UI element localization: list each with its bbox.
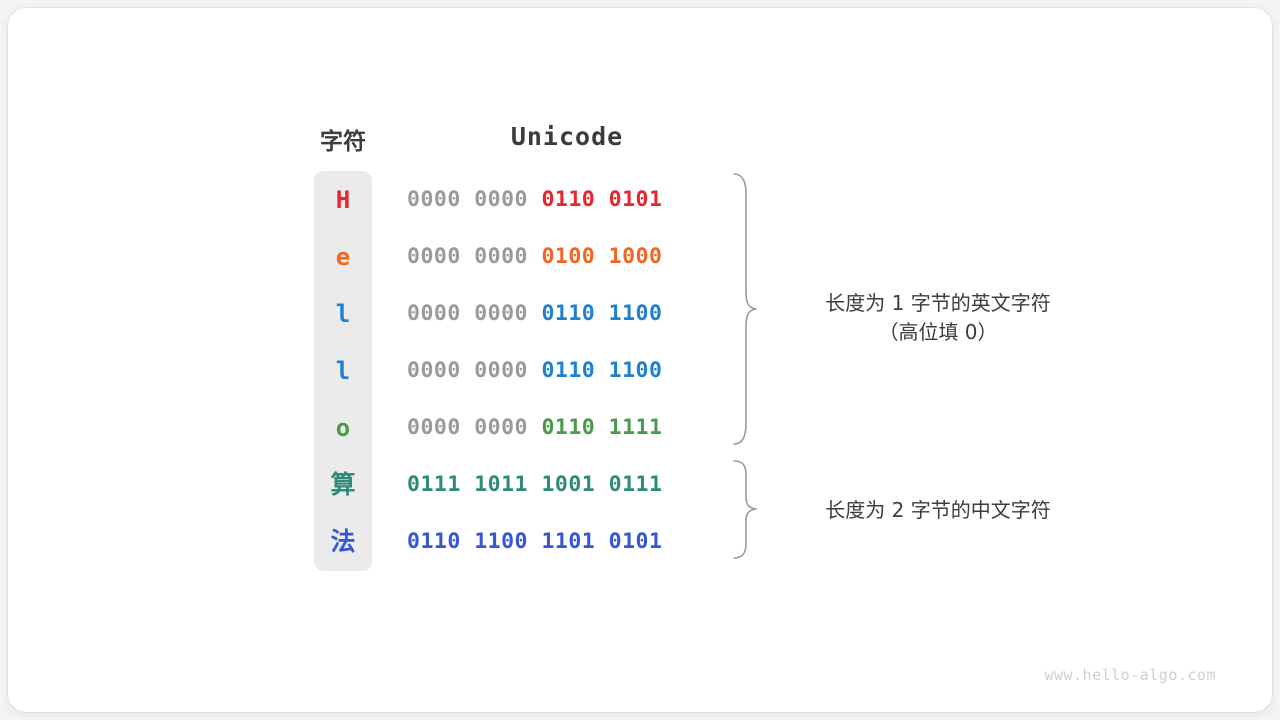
row-binary-padding: 0000 0000 bbox=[407, 187, 542, 212]
row-binary-padding: 0000 0000 bbox=[407, 301, 542, 326]
row-binary: 0000 0000 0100 1000 bbox=[407, 244, 662, 269]
row-binary: 0110 1100 1101 0101 bbox=[407, 529, 662, 554]
table-row: H 0000 0000 0110 0101 bbox=[314, 171, 734, 228]
row-binary-value: 0111 1011 1001 0111 bbox=[407, 472, 663, 497]
table-row: l 0000 0000 0110 1100 bbox=[314, 342, 734, 399]
annotation-ascii: 长度为 1 字节的英文字符 （高位填 0） bbox=[825, 291, 1051, 344]
row-binary-value: 0110 0101 bbox=[541, 187, 663, 212]
row-character: 算 bbox=[330, 470, 356, 499]
row-character: l bbox=[335, 299, 351, 328]
table-row: 算 0111 1011 1001 0111 bbox=[314, 456, 734, 513]
column-header-unicode: Unicode bbox=[510, 122, 624, 151]
row-binary: 0111 1011 1001 0111 bbox=[407, 472, 662, 497]
row-character: o bbox=[335, 413, 351, 442]
column-header-character: 字符 bbox=[320, 129, 366, 155]
row-character: H bbox=[335, 185, 351, 214]
row-character: l bbox=[335, 356, 351, 385]
row-binary: 0000 0000 0110 0101 bbox=[407, 187, 662, 212]
encoding-rows: H 0000 0000 0110 0101 e 0000 0000 0100 1000… bbox=[314, 171, 734, 571]
diagram-card: 字符 Unicode H 0000 0000 0110 0101 e 0000 000… bbox=[8, 8, 1272, 712]
watermark: www.hello-algo.com bbox=[1044, 666, 1216, 684]
row-binary-padding: 0000 0000 bbox=[407, 358, 542, 383]
row-binary-value: 0110 1100 bbox=[541, 301, 663, 326]
table-row: o 0000 0000 0110 1111 bbox=[314, 399, 734, 456]
annotation-cjk: 长度为 2 字节的中文字符 bbox=[825, 498, 1051, 522]
row-binary-value: 0110 1100 bbox=[541, 358, 663, 383]
table-row: 法 0110 1100 1101 0101 bbox=[314, 513, 734, 570]
brace-ascii bbox=[733, 173, 757, 445]
row-binary: 0000 0000 0110 1111 bbox=[407, 415, 662, 440]
character-column-background bbox=[314, 171, 372, 571]
table-row: e 0000 0000 0100 1000 bbox=[314, 228, 734, 285]
row-binary-value: 0110 1100 1101 0101 bbox=[407, 529, 663, 554]
row-binary-value: 0110 1111 bbox=[541, 415, 663, 440]
brace-cjk bbox=[733, 460, 757, 559]
row-binary-padding: 0000 0000 bbox=[407, 244, 542, 269]
row-binary: 0000 0000 0110 1100 bbox=[407, 301, 662, 326]
row-binary: 0000 0000 0110 1100 bbox=[407, 358, 662, 383]
table-row: l 0000 0000 0110 1100 bbox=[314, 285, 734, 342]
row-binary-padding: 0000 0000 bbox=[407, 415, 542, 440]
row-character: 法 bbox=[330, 527, 356, 556]
row-character: e bbox=[335, 242, 351, 271]
row-binary-value: 0100 1000 bbox=[541, 244, 663, 269]
